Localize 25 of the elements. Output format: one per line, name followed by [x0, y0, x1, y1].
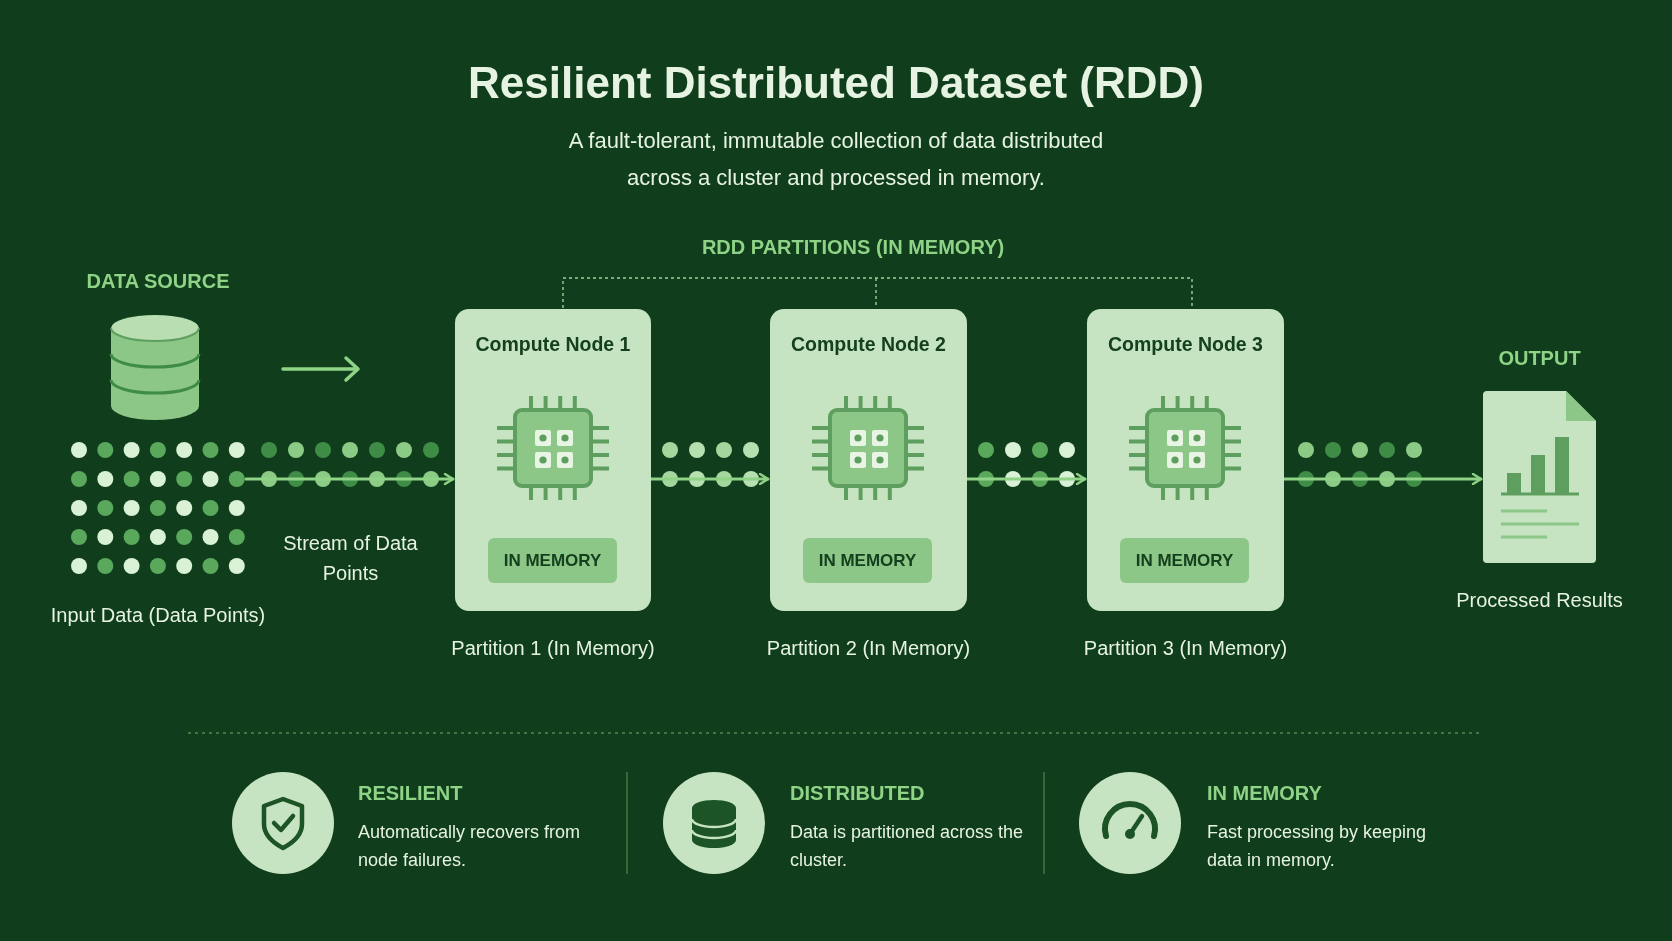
diagram-subtitle: A fault-tolerant, immutable collection of data distributed across a cluster and processed in memory. [567, 127, 1105, 192]
feature-heading: RESILIENT [358, 782, 463, 805]
node-caption: Input Data (Data Points) [50, 603, 266, 628]
section-heading: DATA SOURCE [85, 270, 231, 293]
node-title: Compute Node 2 [790, 333, 947, 356]
compute-node-card [770, 309, 967, 611]
node-caption: Partition 2 (In Memory) [765, 636, 972, 661]
memory-badge: IN MEMORY [803, 538, 932, 583]
feature-heading: IN MEMORY [1207, 782, 1322, 805]
memory-badge: IN MEMORY [488, 538, 617, 583]
node-caption: Partition 1 (In Memory) [450, 636, 656, 661]
compute-node-card [1087, 309, 1284, 611]
feature-heading: DISTRIBUTED [790, 782, 925, 805]
feature-description: Fast processing by keeping data in memory. [1207, 821, 1428, 872]
feature-description: Data is partitioned across the cluster. [790, 821, 1025, 872]
compute-node-card [455, 309, 651, 611]
feature-description: Automatically recovers from node failures. [358, 821, 582, 872]
node-title: Compute Node 3 [1107, 333, 1264, 356]
section-heading: RDD PARTITIONS (IN MEMORY) [700, 236, 1006, 259]
section-heading: OUTPUT [1497, 347, 1582, 370]
diagram-title: Resilient Distributed Dataset (RDD) [467, 58, 1205, 108]
node-caption: Partition 3 (In Memory) [1082, 636, 1289, 661]
memory-badge: IN MEMORY [1120, 538, 1249, 583]
node-caption: Processed Results [1455, 588, 1624, 613]
node-title: Compute Node 1 [474, 333, 632, 356]
